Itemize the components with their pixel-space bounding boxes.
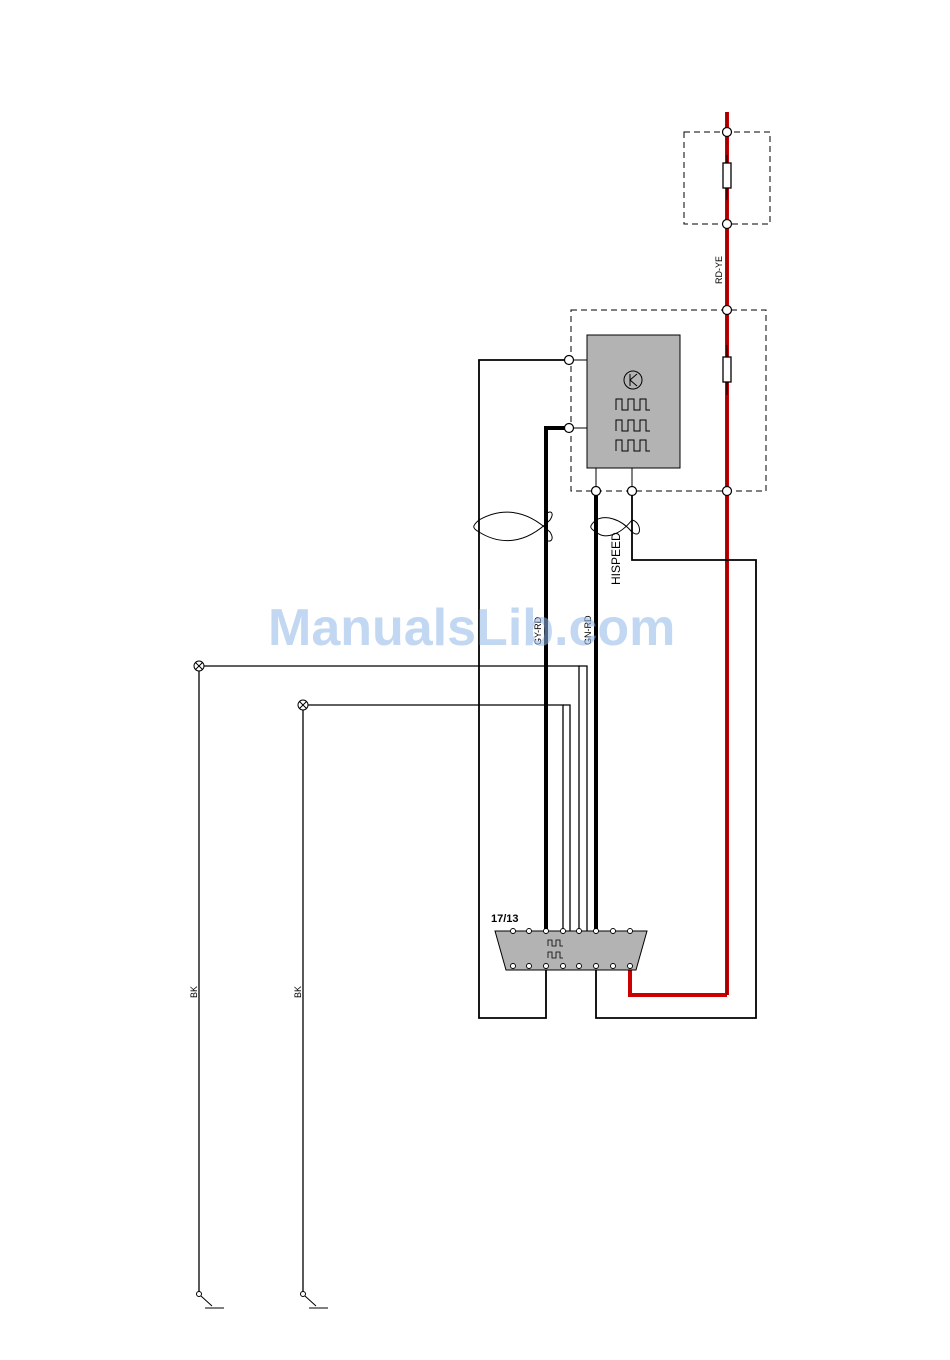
terminal bbox=[565, 424, 574, 433]
terminal bbox=[723, 220, 732, 229]
terminal bbox=[592, 487, 601, 496]
watermark: ManualsLib.com bbox=[268, 599, 675, 657]
wire-lamp-left bbox=[199, 666, 579, 935]
lamp-icon bbox=[298, 700, 308, 710]
wire-lamp-right-2 bbox=[563, 705, 570, 935]
fuse-icon bbox=[723, 155, 731, 200]
terminal bbox=[723, 487, 732, 496]
wire-label-bk-right: BK bbox=[293, 986, 303, 998]
ground-switch-icon bbox=[197, 1292, 225, 1309]
wire-label-rd-ye: RD-YE bbox=[714, 256, 724, 284]
terminal bbox=[565, 356, 574, 365]
lamp-icon bbox=[194, 661, 204, 671]
wire-lamp-right bbox=[303, 705, 563, 935]
diagnostic-connector bbox=[495, 931, 647, 970]
twisted-pair-icon bbox=[474, 512, 552, 541]
terminal bbox=[723, 306, 732, 315]
fuse-icon bbox=[723, 345, 731, 395]
ground-switch-icon bbox=[301, 1292, 329, 1309]
wire-gy-rd bbox=[546, 428, 569, 930]
connector-label: 17/13 bbox=[491, 913, 519, 925]
power-wire-rd-ye bbox=[630, 112, 727, 995]
wire-label-bk-left: BK bbox=[189, 986, 199, 998]
wire-lamp-left-2 bbox=[579, 666, 587, 935]
terminal bbox=[723, 128, 732, 137]
wire-label-hispeed: HISPEED bbox=[609, 532, 623, 585]
terminal bbox=[628, 487, 637, 496]
